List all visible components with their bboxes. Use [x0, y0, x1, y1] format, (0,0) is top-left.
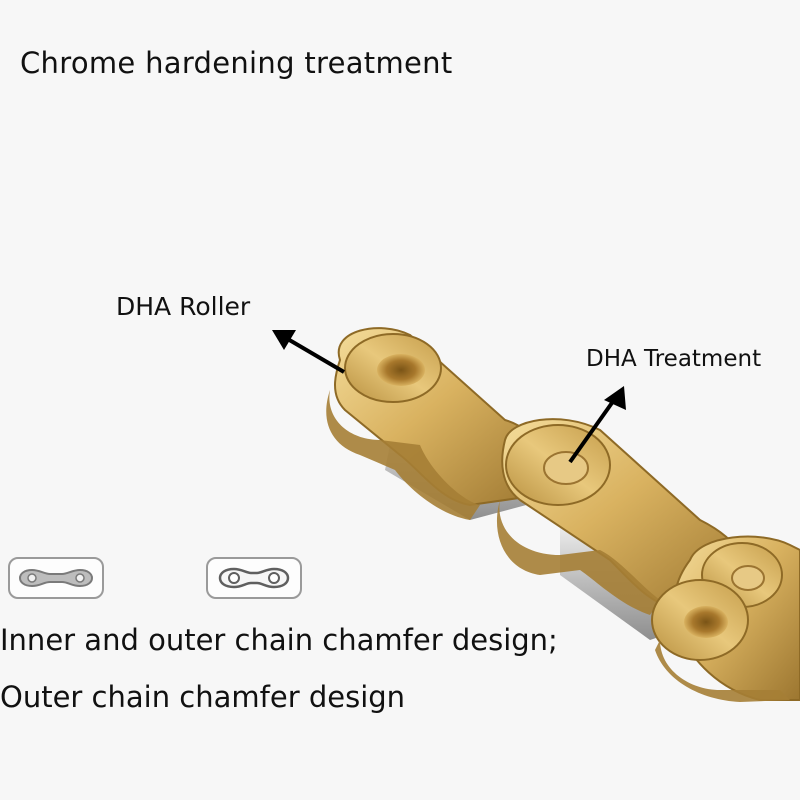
chamfer-caption-2: Outer chain chamfer design	[0, 680, 406, 714]
roller-hole	[377, 354, 425, 386]
plate-edge	[655, 640, 790, 702]
roller-hole	[684, 606, 728, 638]
inner-outer-chamfer-link-icon	[8, 557, 104, 599]
outer-chamfer-link-icon	[206, 557, 302, 599]
chamfer-caption-1: Inner and outer chain chamfer design;	[0, 623, 558, 657]
treatment-arrow-icon	[568, 386, 626, 464]
dha-roller-label: DHA Roller	[116, 292, 251, 321]
dha-treatment-label: DHA Treatment	[586, 346, 762, 372]
pin-center	[543, 451, 589, 485]
plate-edge	[496, 500, 660, 615]
pin-center	[731, 565, 765, 591]
plate-edge	[326, 390, 480, 520]
roller-arrow-icon	[272, 330, 346, 374]
headline: Chrome hardening treatment	[20, 46, 453, 80]
